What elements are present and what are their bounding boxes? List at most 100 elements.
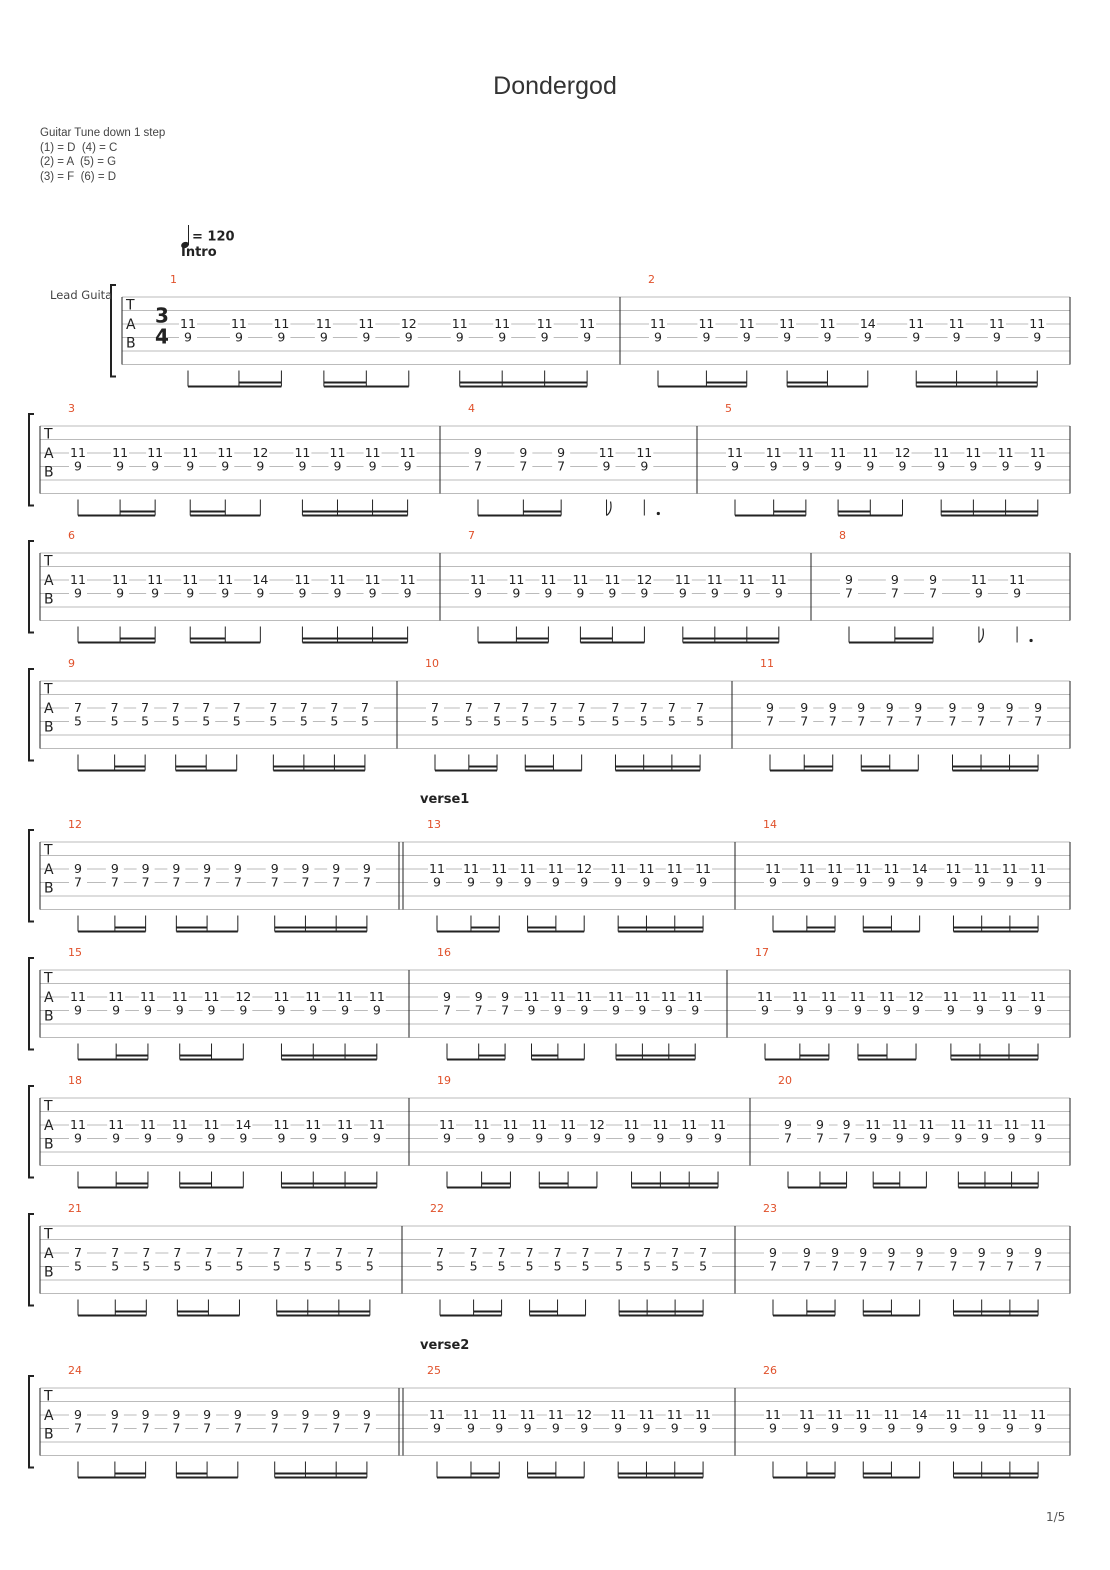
fret-number: 11 xyxy=(429,861,445,876)
fret-number: 11 xyxy=(862,445,878,460)
fret-mask xyxy=(999,990,1018,1014)
fret-mask xyxy=(264,701,283,725)
fret-mask xyxy=(1029,990,1048,1014)
fret-number: 7 xyxy=(470,1245,478,1260)
fret-mask xyxy=(267,1246,286,1270)
fret-number: 7 xyxy=(699,1245,707,1260)
fret-mask xyxy=(325,701,344,725)
fret-number: 9 xyxy=(803,875,811,890)
fret-mask xyxy=(69,446,87,470)
measure-number: 6 xyxy=(68,529,75,542)
fret-number: 5 xyxy=(578,714,586,729)
fret-number: 11 xyxy=(599,445,615,460)
fret-number: 9 xyxy=(332,861,340,876)
fret-number: 11 xyxy=(998,445,1014,460)
fret-number: 11 xyxy=(204,1117,220,1132)
fret-number: 5 xyxy=(493,714,501,729)
fret-number: 11 xyxy=(572,572,588,587)
fret-mask xyxy=(181,573,200,597)
fret-number: 9 xyxy=(953,330,961,345)
fret-number: 9 xyxy=(654,330,662,345)
fret-number: 7 xyxy=(526,1245,534,1260)
fret-mask xyxy=(848,990,867,1014)
fret-number: 9 xyxy=(74,586,82,601)
fret-number: 9 xyxy=(593,1131,601,1146)
fret-mask xyxy=(854,1246,873,1270)
fret-number: 7 xyxy=(886,714,894,729)
fret-number: 9 xyxy=(535,1131,543,1146)
fret-number: 9 xyxy=(221,586,229,601)
fret-number: 7 xyxy=(74,700,82,715)
fret-mask xyxy=(461,862,480,886)
fret-mask xyxy=(197,701,216,725)
fret-number: 11 xyxy=(608,989,624,1004)
fret-mask xyxy=(202,990,221,1014)
fret-number: 7 xyxy=(816,1131,824,1146)
fret-number: 11 xyxy=(965,445,981,460)
fret-number: 11 xyxy=(294,445,310,460)
fret-mask xyxy=(944,1246,963,1270)
fret-number: 11 xyxy=(147,572,163,587)
fret-number: 7 xyxy=(978,1259,986,1274)
fret-number: 7 xyxy=(332,1421,340,1436)
fret-number: 5 xyxy=(141,714,149,729)
fret-number: 9 xyxy=(775,586,783,601)
fret-mask xyxy=(1029,1246,1048,1270)
fret-number: 9 xyxy=(74,861,82,876)
fret-mask xyxy=(761,701,779,725)
fret-number: 9 xyxy=(993,330,1001,345)
fret-number: 9 xyxy=(1034,1245,1042,1260)
fret-number: 9 xyxy=(172,861,180,876)
fret-number: 5 xyxy=(111,1259,119,1274)
fret-number: 7 xyxy=(363,1421,371,1436)
fret-number: 7 xyxy=(501,1003,509,1018)
fret-mask xyxy=(138,990,157,1014)
fret-mask xyxy=(673,573,692,597)
fret-mask xyxy=(367,1118,386,1142)
fret-mask xyxy=(947,317,966,341)
fret-number: 9 xyxy=(1034,459,1042,474)
fret-mask xyxy=(944,862,963,886)
fret-number: 11 xyxy=(974,1407,990,1422)
measure-number: 23 xyxy=(763,1202,777,1215)
fret-mask xyxy=(854,1408,873,1432)
fret-number: 7 xyxy=(474,459,482,474)
fret-number: 9 xyxy=(823,330,831,345)
fret-number: 9 xyxy=(769,1421,777,1436)
tab-letter-t: T xyxy=(43,1389,53,1405)
fret-number: 11 xyxy=(883,861,899,876)
section-label: verse1 xyxy=(420,792,469,807)
fret-number: 9 xyxy=(176,1003,184,1018)
fret-number: 9 xyxy=(1034,1421,1042,1436)
fret-number: 11 xyxy=(799,1407,815,1422)
fret-mask xyxy=(496,990,515,1014)
fret-number: 7 xyxy=(845,586,853,601)
fret-number: 9 xyxy=(743,586,751,601)
fret-number: 11 xyxy=(667,1407,683,1422)
fret-mask xyxy=(69,1118,87,1142)
fret-mask xyxy=(823,701,842,725)
fret-number: 7 xyxy=(363,875,371,890)
fret-number: 11 xyxy=(560,1117,576,1132)
fret-number: 11 xyxy=(70,1117,86,1132)
fret-number: 9 xyxy=(519,445,527,460)
tab-letter-b: B xyxy=(44,592,54,608)
fret-mask xyxy=(694,1408,713,1432)
fret-number: 9 xyxy=(580,1421,588,1436)
fret-mask xyxy=(659,990,678,1014)
tuning-info: Guitar Tune down 1 step (1) = D (4) = C … xyxy=(40,126,165,184)
fret-mask xyxy=(1002,1118,1021,1142)
fret-mask xyxy=(909,701,928,725)
fret-number: 9 xyxy=(608,586,616,601)
fret-number: 7 xyxy=(335,1245,343,1260)
measure-number: 24 xyxy=(68,1364,82,1377)
fret-number: 7 xyxy=(831,1259,839,1274)
fret-number: 11 xyxy=(918,1117,934,1132)
fret-mask xyxy=(428,862,446,886)
system-bracket xyxy=(28,829,34,923)
fret-mask xyxy=(69,573,87,597)
tempo-value: = 120 xyxy=(192,229,235,245)
fret-number: 7 xyxy=(498,1245,506,1260)
fret-mask xyxy=(907,317,926,341)
fret-mask xyxy=(360,1246,379,1270)
